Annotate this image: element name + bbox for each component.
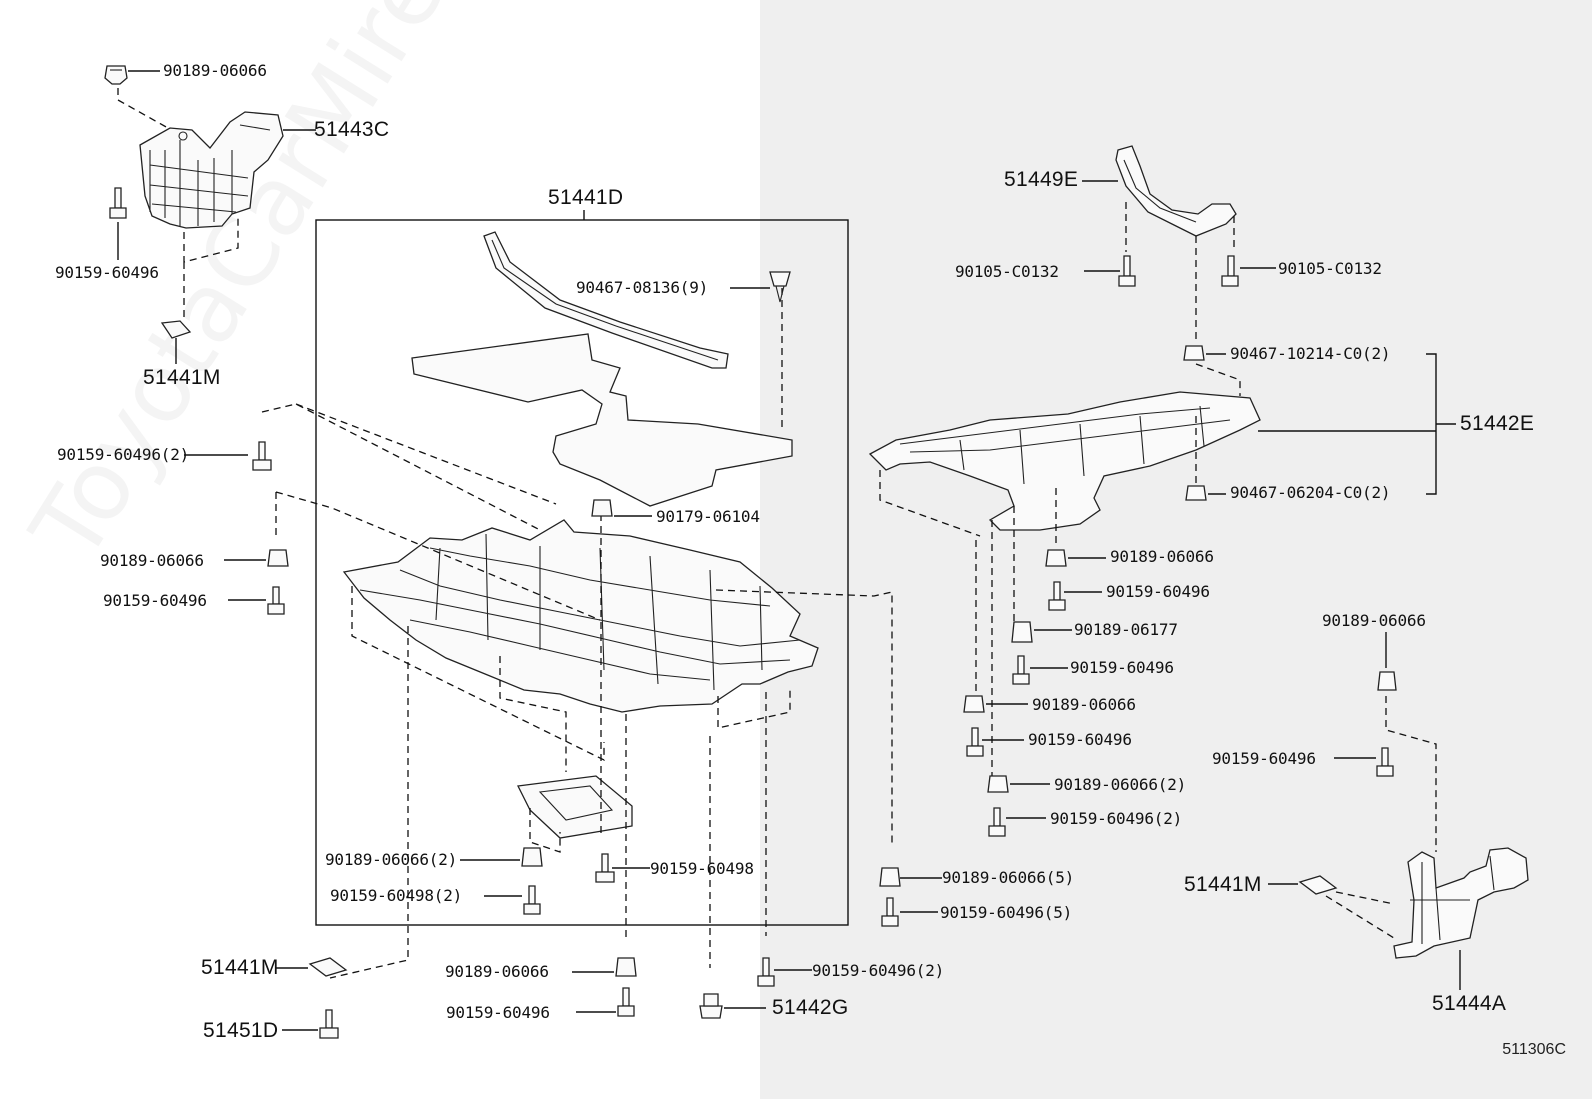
- bolt-icon: [966, 727, 984, 757]
- callout-90189-06066: 90189-06066: [100, 551, 204, 570]
- bolt-icon: [523, 885, 541, 915]
- callout-90467-06204-C0-2: 90467-06204-C0(2): [1230, 483, 1391, 502]
- bolt-icon: [1118, 255, 1136, 287]
- clip-nut-icon: [160, 320, 192, 339]
- group-frame: [315, 219, 849, 926]
- part-small-plate: [517, 775, 633, 839]
- clip-nut-icon: [1298, 875, 1338, 895]
- callout-90189-06066: 90189-06066: [1032, 695, 1136, 714]
- bolt-icon: [595, 853, 615, 883]
- part-insulator-sheet: [411, 333, 793, 507]
- clip-icon: [1045, 549, 1067, 567]
- part-engine-under-cover: [342, 519, 819, 713]
- callout-51441M: 51441M: [201, 956, 279, 979]
- callout-90105-C0132: 90105-C0132: [1278, 259, 1382, 278]
- callout-90159-60496: 90159-60496: [1106, 582, 1210, 601]
- clip-icon: [963, 695, 985, 713]
- callout-90159-60496-2: 90159-60496(2): [812, 961, 945, 980]
- callout-51442G: 51442G: [772, 996, 849, 1019]
- part-strip: [483, 231, 729, 369]
- bolt-icon: [881, 897, 899, 927]
- clip-icon: [267, 549, 289, 567]
- diagram-code: 511306C: [1502, 1041, 1566, 1058]
- bolt-icon: [757, 957, 775, 987]
- callout-90159-60496-5: 90159-60496(5): [940, 903, 1073, 922]
- push-clip-icon: [769, 271, 791, 303]
- clip-icon: [987, 775, 1009, 793]
- clip-icon: [1011, 621, 1033, 643]
- callout-90105-C0132: 90105-C0132: [955, 262, 1059, 281]
- callout-51451D: 51451D: [203, 1019, 279, 1042]
- callout-51441D: 51441D: [548, 186, 624, 209]
- bolt-icon: [267, 586, 285, 615]
- clip-icon: [879, 867, 901, 887]
- callout-90159-60496-2: 90159-60496(2): [57, 445, 190, 464]
- bolt-icon: [1048, 581, 1066, 611]
- callout-90159-60498-2: 90159-60498(2): [330, 886, 463, 905]
- callout-90159-60496: 90159-60496: [1212, 749, 1316, 768]
- nut-icon: [1183, 345, 1205, 361]
- callout-90467-08136: 90467-08136(9): [576, 278, 709, 297]
- clip-icon: [521, 847, 543, 867]
- callout-90189-06066: 90189-06066: [1110, 547, 1214, 566]
- callout-90159-60496: 90159-60496: [1070, 658, 1174, 677]
- callout-90159-60496: 90159-60496: [446, 1003, 550, 1022]
- callout-90159-60496: 90159-60496: [103, 591, 207, 610]
- callout-51449E: 51449E: [1004, 168, 1079, 191]
- callout-90189-06066: 90189-06066: [445, 962, 549, 981]
- callout-90159-60496: 90159-60496: [1028, 730, 1132, 749]
- part-51449e-bracket: [1115, 145, 1237, 237]
- bolt-icon: [109, 187, 127, 219]
- part-51444a-bracket: [1393, 847, 1529, 959]
- part-51442e-cover: [868, 391, 1261, 531]
- bolt-icon: [617, 987, 635, 1017]
- clip-nut-icon: [308, 957, 348, 977]
- callout-90159-60496-2: 90159-60496(2): [1050, 809, 1183, 828]
- callout-90159-60498: 90159-60498: [650, 859, 754, 878]
- callout-90189-06177: 90189-06177: [1074, 620, 1178, 639]
- callout-51441M: 51441M: [143, 366, 221, 389]
- bolt-icon: [1221, 255, 1239, 287]
- clip-icon: [1377, 671, 1397, 691]
- part-51443c-bracket: [139, 111, 284, 229]
- callout-51444A: 51444A: [1432, 992, 1507, 1015]
- nut-icon: [591, 499, 613, 517]
- callout-90189-06066-2: 90189-06066(2): [325, 850, 458, 869]
- bolt-icon: [1376, 747, 1394, 777]
- callout-90467-10214-C0-2: 90467-10214-C0(2): [1230, 344, 1391, 363]
- callout-90189-06066-2: 90189-06066(2): [1054, 775, 1187, 794]
- clip-icon: [615, 957, 637, 977]
- bolt-icon: [1012, 655, 1030, 685]
- callout-51443C: 51443C: [314, 118, 390, 141]
- callout-51442E: 51442E: [1460, 412, 1535, 435]
- clip-icon: [104, 65, 128, 85]
- callout-90189-06066-5: 90189-06066(5): [942, 868, 1075, 887]
- callout-90159-60496: 90159-60496: [55, 263, 159, 282]
- callout-51441M: 51441M: [1184, 873, 1262, 896]
- callout-90189-06066: 90189-06066: [163, 61, 267, 80]
- bolt-icon: [988, 807, 1006, 837]
- bolt-icon: [319, 1009, 339, 1039]
- callout-90189-06066: 90189-06066: [1322, 611, 1426, 630]
- push-rivet-icon: [699, 993, 723, 1019]
- bolt-icon: [252, 441, 272, 471]
- callout-90179-06104: 90179-06104: [656, 507, 760, 526]
- nut-icon: [1185, 485, 1207, 501]
